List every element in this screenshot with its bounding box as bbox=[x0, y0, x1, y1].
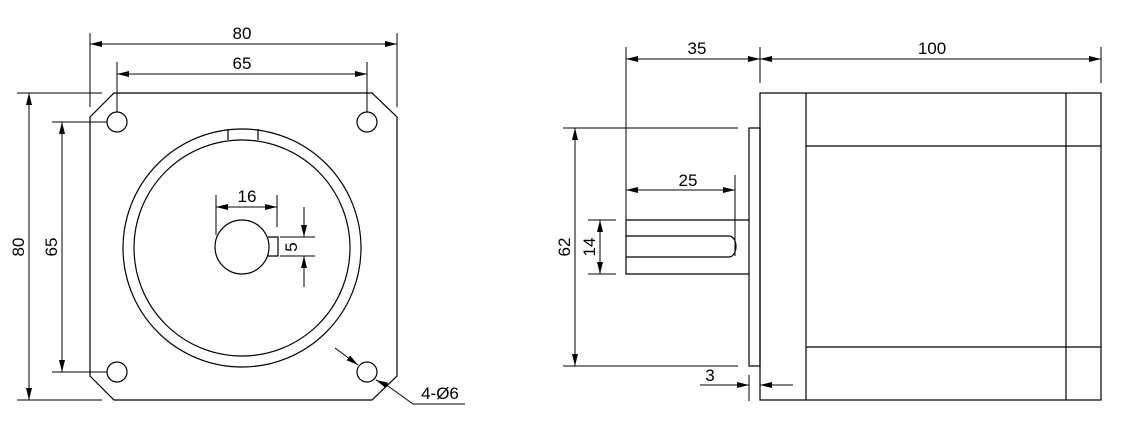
pilot-inner-circle bbox=[133, 139, 351, 357]
shaft-key bbox=[268, 236, 279, 257]
mounting-hole bbox=[106, 111, 128, 133]
mounting-hole bbox=[356, 361, 378, 383]
dim-overall-width: 80 bbox=[233, 24, 252, 43]
mounting-hole bbox=[356, 111, 378, 133]
keyway bbox=[626, 235, 737, 258]
dim-key-length: 25 bbox=[679, 171, 698, 190]
dim-body-length: 100 bbox=[918, 39, 946, 58]
flange-outline bbox=[89, 92, 398, 401]
dim-shaft-length: 35 bbox=[688, 39, 707, 58]
dim-pilot-depth: 3 bbox=[705, 366, 714, 385]
mounting-hole bbox=[106, 361, 128, 383]
pilot-flange bbox=[748, 127, 761, 367]
shaft-circle bbox=[214, 219, 270, 275]
dim-hole-spacing-horizontal: 65 bbox=[233, 54, 252, 73]
front-view: 80 65 80 65 16 5 4-Ø6 bbox=[9, 24, 465, 405]
pilot-outer-circle bbox=[122, 128, 362, 368]
motor-body bbox=[759, 92, 1102, 401]
dim-overall-height: 80 bbox=[9, 238, 28, 257]
dim-hole-spacing-vertical: 65 bbox=[42, 238, 61, 257]
dim-shaft-diameter: 16 bbox=[238, 187, 257, 206]
dim-key-width: 5 bbox=[282, 242, 301, 251]
shaft bbox=[625, 219, 749, 275]
dim-pilot-diameter: 62 bbox=[555, 238, 574, 257]
side-view: 62 14 35 100 25 3 bbox=[555, 39, 1102, 401]
dim-mounting-holes: 4-Ø6 bbox=[421, 384, 459, 403]
dim-shaft-height: 14 bbox=[580, 238, 599, 257]
